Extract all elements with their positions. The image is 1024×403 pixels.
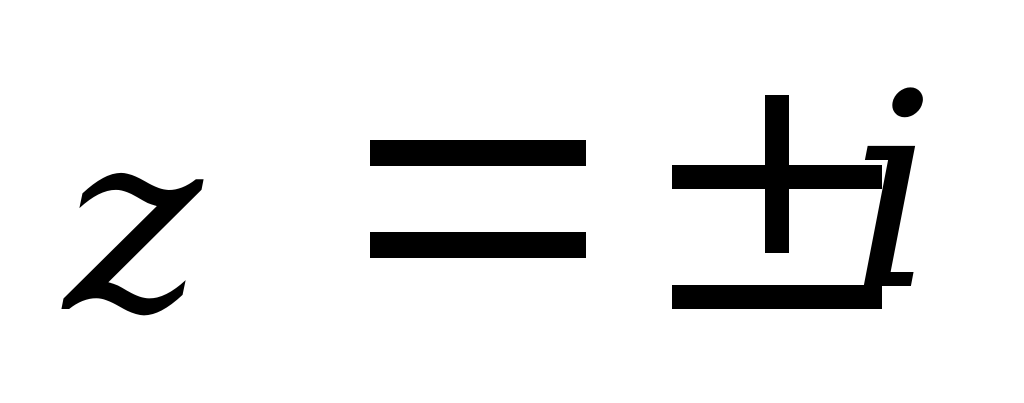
variable-z: z (64, 77, 203, 368)
equals-bar-bottom (370, 232, 586, 258)
imaginary-unit-i: i (850, 35, 937, 350)
equals-sign (370, 140, 586, 258)
plus-vertical-bar (765, 95, 789, 253)
plus-minus-sign (672, 95, 882, 315)
minus-bar (672, 285, 882, 309)
equals-bar-top (370, 140, 586, 166)
